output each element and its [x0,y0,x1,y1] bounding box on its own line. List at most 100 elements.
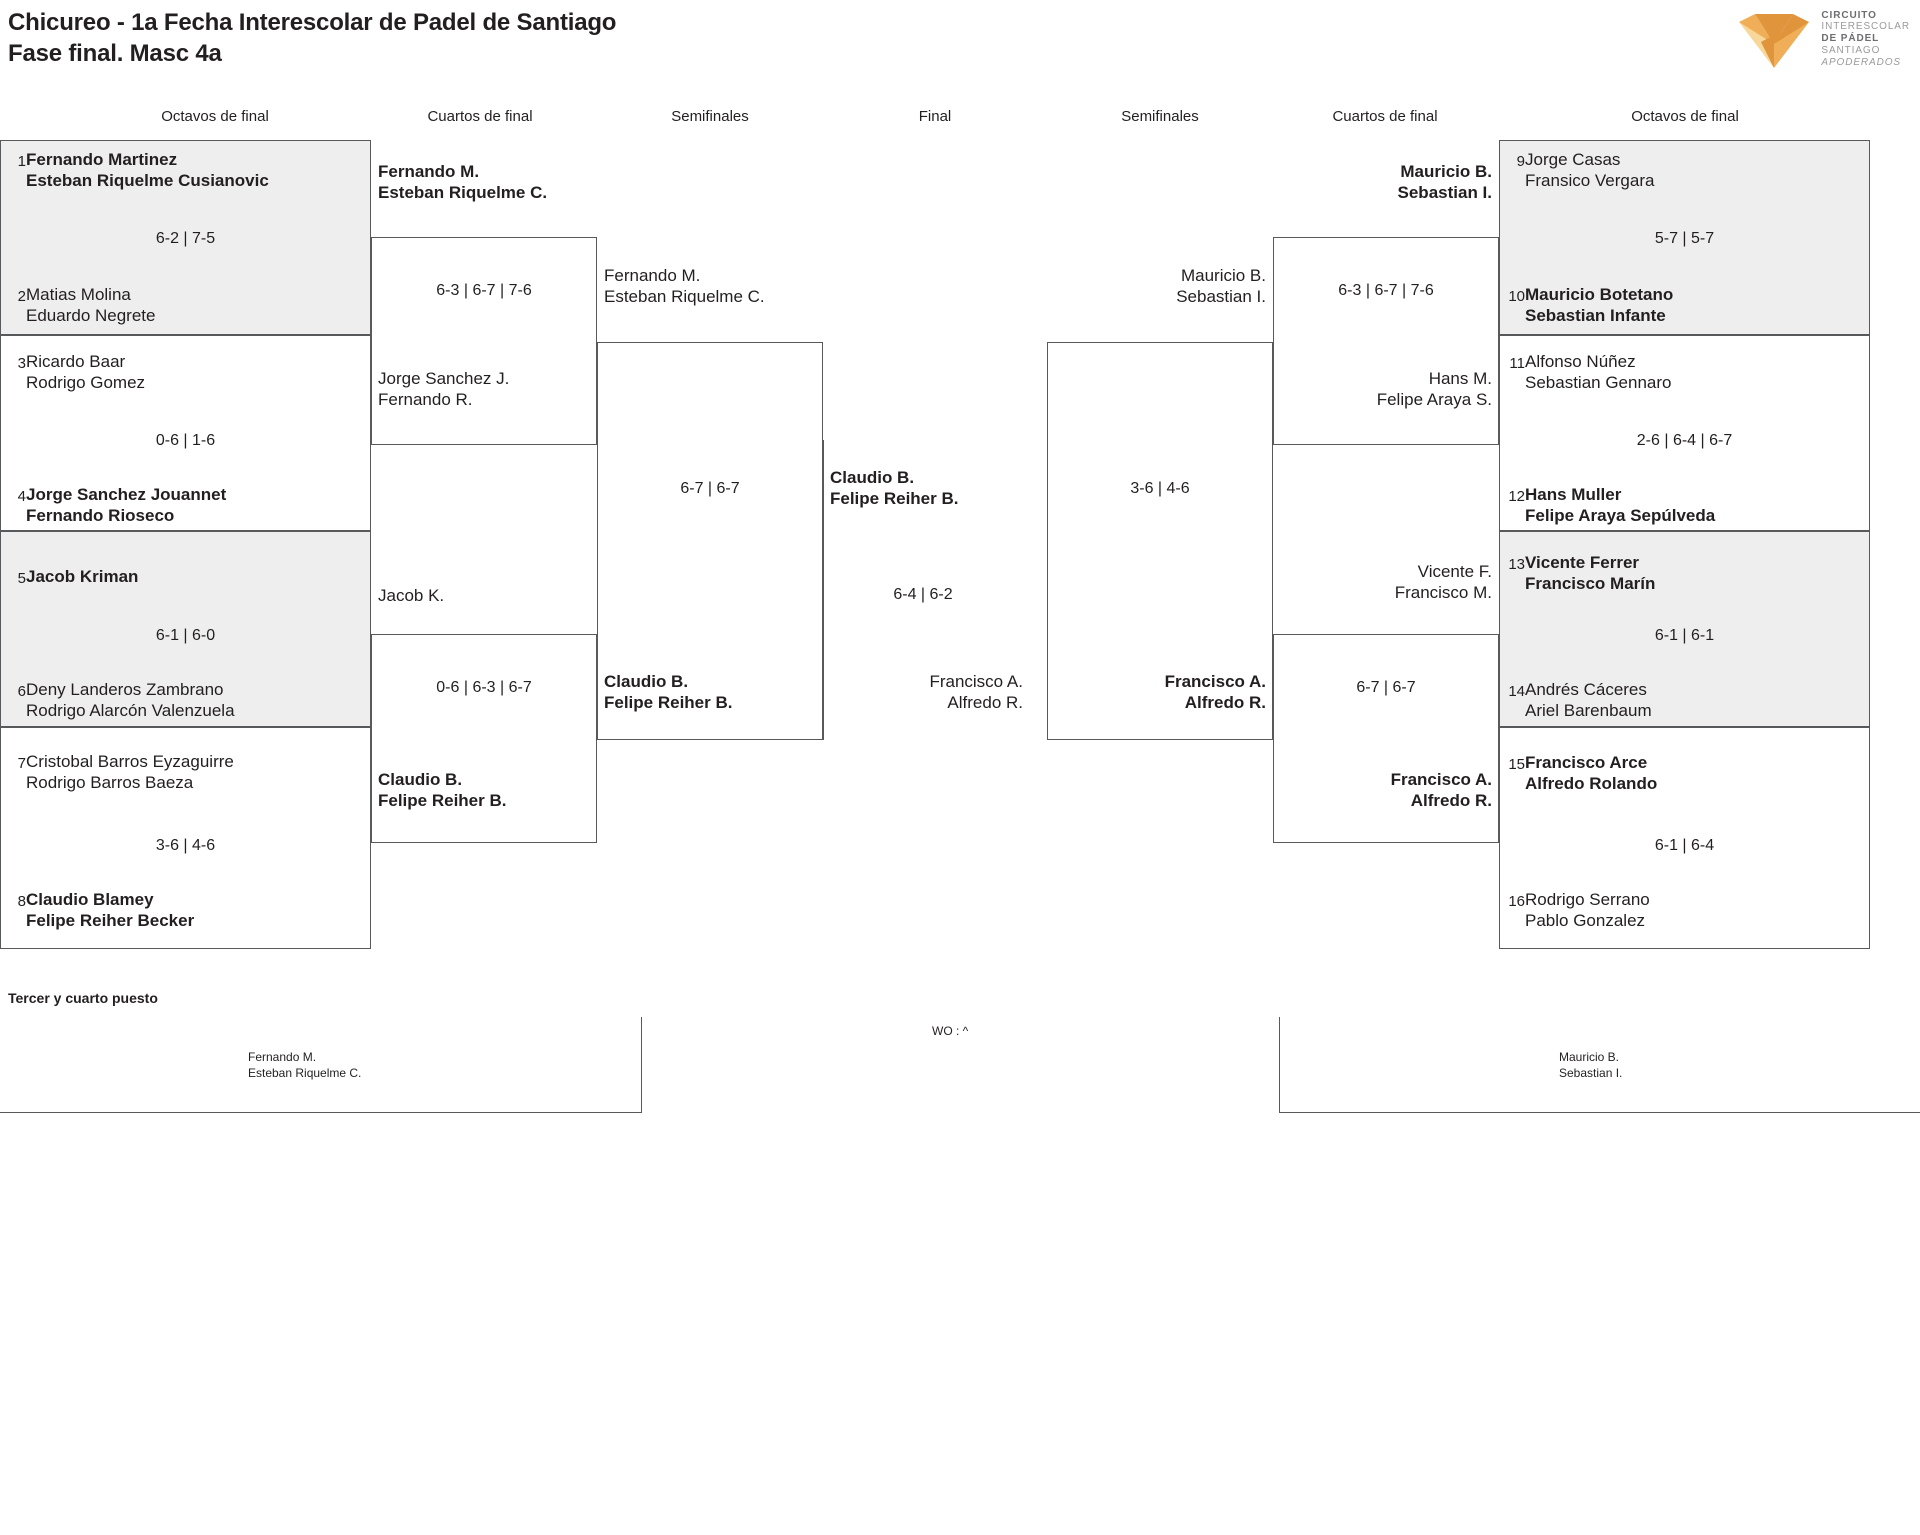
competitor-names: Vicente F.Francisco M. [1394,562,1492,602]
seed-number: 15 [1508,756,1525,773]
competitor-left-qf2-bottom[interactable]: Claudio B.Felipe Reiher B. [378,770,506,811]
match-box-right-o2[interactable] [1499,335,1870,531]
match-box-right-q1[interactable] [1273,237,1499,445]
seed-number: 16 [1508,893,1525,910]
score-right-sf: 3-6 | 4-6 [1130,480,1190,497]
competitor-final-bottom[interactable]: Francisco A.Alfredo R. [700,672,1023,713]
competitor-names: Jorge Sanchez J.Fernando R. [378,369,510,409]
score-right-o2: 2-6 | 6-4 | 6-7 [1636,432,1733,449]
match-box-left-o1[interactable] [0,140,371,335]
final-center-divider [823,440,824,740]
competitor-names: Francisco A.Alfredo R. [1390,770,1492,810]
score-left-o1: 6-2 | 7-5 [155,230,216,247]
competitor-names: Mauricio B.Sebastian I. [1176,266,1266,306]
match-box-left-q2[interactable] [371,634,597,843]
competitor-names: Fernando M.Esteban Riquelme C. [604,266,765,306]
competitor-right-qf1-bottom[interactable]: Hans M.Felipe Araya S. [1273,369,1492,410]
competitor-left-qf1-bottom[interactable]: Jorge Sanchez J.Fernando R. [378,369,509,410]
competitor-names: Francisco A.Alfredo R. [929,672,1023,712]
score-right-o4: 6-1 | 6-4 [1654,837,1715,854]
competitor-names: Jacob K. [378,586,445,605]
match-box-right-q2[interactable] [1273,634,1499,843]
seed-number: 12 [1508,488,1525,505]
competitor-right-qf1-top[interactable]: Mauricio B.Sebastian I. [1273,162,1492,203]
seed-number: 3 [17,355,26,372]
score-left-sf: 6-7 | 6-7 [680,480,740,497]
tournament-subtitle: Fase final. Masc 4a [8,39,222,67]
seed-number: 2 [17,288,26,305]
competitor-left-seed-5[interactable]: 5 Jacob Kriman [6,567,139,588]
logo-line-4: SANTIAGO [1821,44,1881,56]
page-title: Chicureo - 1a Fecha Interescolar de Pade… [8,8,616,69]
round-label-cuartos-right: Cuartos de final [1332,108,1438,125]
match-box-left-q1[interactable] [371,237,597,445]
seed-number: 1 [17,153,26,170]
competitor-left-sf-bottom[interactable]: Claudio B.Felipe Reiher B. [604,672,732,713]
match-box-left-o3[interactable] [0,531,371,727]
competitor-right-sf-top[interactable]: Mauricio B.Sebastian I. [1047,266,1266,307]
third-place-right-names: Mauricio B.Sebastian I. [1559,1050,1623,1080]
tournament-title: Chicureo - 1a Fecha Interescolar de Pade… [8,9,617,36]
competitor-names: Fernando M.Esteban Riquelme C. [378,162,548,202]
score-right-o3: 6-1 | 6-1 [1654,627,1715,644]
round-label-semis-left: Semifinales [671,108,749,125]
competitor-left-qf1-top[interactable]: Fernando M.Esteban Riquelme C. [378,162,547,203]
competitor-left-sf-top[interactable]: Fernando M.Esteban Riquelme C. [604,266,765,307]
match-box-left-sf[interactable] [597,342,823,740]
padel-circuit-logo-icon [1739,14,1810,68]
match-box-left-o4[interactable] [0,727,371,949]
score-left-o4: 3-6 | 4-6 [155,837,216,854]
competitor-names: Claudio B.Felipe Reiher B. [378,770,507,810]
seed-number: 13 [1508,556,1525,573]
third-place-left-line-bottom [0,1112,641,1113]
match-box-left-o2[interactable] [0,335,371,531]
match-box-right-o3[interactable] [1499,531,1870,727]
logo-line-1: CIRCUITO [1821,9,1877,21]
score-right-q2: 6-7 | 6-7 [1356,679,1416,696]
third-place-right-line-vertical [1279,1017,1280,1113]
logo: CIRCUITO INTERESCOLAR DE PÁDEL SANTIAGO … [1737,8,1910,70]
competitor-right-qf2-top[interactable]: Vicente F.Francisco M. [1273,562,1492,603]
score-left-q1: 6-3 | 6-7 | 7-6 [436,282,532,299]
competitor-right-sf-bottom[interactable]: Francisco A.Alfredo R. [1047,672,1266,713]
logo-line-3: DE PÁDEL [1821,33,1880,45]
round-label-octavos-right: Octavos de final [1631,108,1739,125]
competitor-final-top[interactable]: Claudio B.Felipe Reiher B. [830,468,958,509]
competitor-right-qf2-bottom[interactable]: Francisco A.Alfredo R. [1273,770,1492,811]
third-place-left-names: Fernando M.Esteban Riquelme C. [248,1050,362,1080]
match-box-right-o1[interactable] [1499,140,1870,335]
match-box-right-o4[interactable] [1499,727,1870,949]
seed-number: 7 [17,755,26,772]
competitor-names: Francisco A.Alfredo R. [1164,672,1266,712]
seed-number: 11 [1509,355,1525,372]
logo-line-2: INTERESCOLAR [1821,21,1910,33]
competitor-left-qf2-top[interactable]: Jacob K. [378,586,444,607]
match-box-right-sf[interactable] [1047,342,1273,740]
